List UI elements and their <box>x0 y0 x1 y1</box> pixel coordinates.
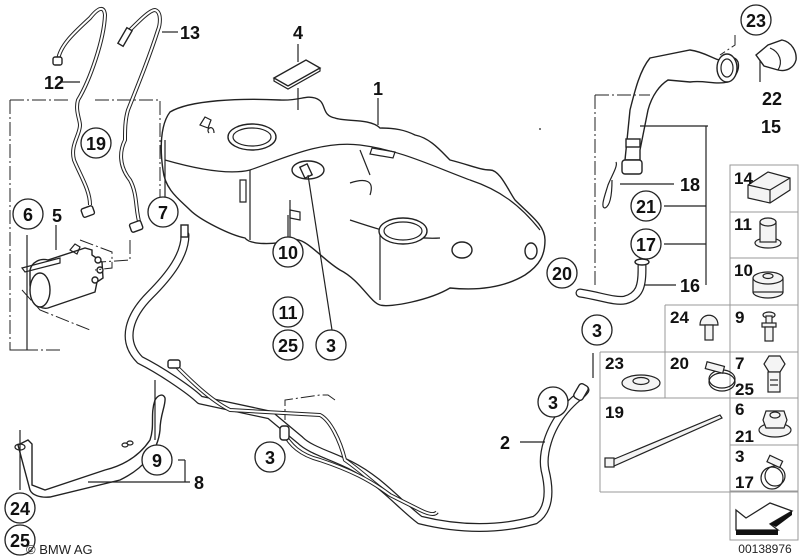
fuel-line-main[interactable] <box>124 224 590 532</box>
panel-push-pin[interactable] <box>761 311 777 342</box>
leader-dashed <box>99 240 131 263</box>
fuel-line-secondary[interactable] <box>167 359 439 517</box>
callout-circled[interactable]: 10 <box>272 236 304 268</box>
callout-23: 24 <box>10 499 30 519</box>
fuel-cap[interactable] <box>755 39 797 72</box>
activated-carbon-canister[interactable] <box>20 243 104 309</box>
panel-hose-clamp-large[interactable] <box>704 361 736 392</box>
callout-20: 20 <box>552 264 572 284</box>
panel-washer[interactable] <box>621 374 661 392</box>
panel-label-21: 21 <box>735 427 754 446</box>
callout-circled[interactable]: 9 <box>141 444 173 476</box>
panel-hose-clamp-small[interactable] <box>760 454 786 490</box>
callout-14: 19 <box>86 134 106 154</box>
callout-15[interactable]: 15 <box>761 117 781 137</box>
panel-label-14: 14 <box>734 169 753 188</box>
callout-22[interactable]: 22 <box>762 89 782 109</box>
leader-dashed <box>10 99 161 220</box>
callout-11: 11 <box>278 303 297 323</box>
panel-label-19: 19 <box>605 403 624 422</box>
panel-label-9: 9 <box>735 308 744 327</box>
callout-24: 25 <box>10 531 30 551</box>
callout-7: 7 <box>158 203 168 223</box>
panel-label-3: 3 <box>735 447 744 466</box>
callout-circled[interactable]: 19 <box>80 127 112 159</box>
callout-3: 3 <box>592 321 602 341</box>
panel-hex-nut[interactable] <box>758 410 792 438</box>
leader-lines <box>19 31 761 490</box>
callout-18[interactable]: 18 <box>680 175 700 195</box>
image-number: 00138976 <box>738 542 792 556</box>
leader-dashed <box>79 239 113 271</box>
small-parts-panel <box>599 164 799 541</box>
callout-19: 21 <box>636 197 656 217</box>
callout-21: 23 <box>746 11 766 31</box>
panel-clip-holder[interactable] <box>747 171 791 204</box>
callout-circled[interactable]: 17 <box>630 228 662 260</box>
callout-circled[interactable]: 24 <box>4 492 36 524</box>
fuel-tank[interactable] <box>160 96 546 307</box>
panel-expanding-rivet[interactable] <box>699 314 719 341</box>
callout-2[interactable]: 2 <box>500 433 510 453</box>
panel-label-10: 10 <box>734 261 753 280</box>
callout-13[interactable]: 13 <box>180 23 200 43</box>
panel-hex-bolt[interactable] <box>763 355 786 393</box>
callout-circled[interactable]: 23 <box>740 4 772 36</box>
callout-circled[interactable]: 6 <box>12 198 44 230</box>
callout-circled[interactable]: 3 <box>315 329 347 361</box>
callout-circled[interactable]: 3 <box>254 441 286 473</box>
panel-label-17: 17 <box>735 473 754 492</box>
callout-10: 10 <box>278 243 298 263</box>
callout-12[interactable]: 12 <box>44 73 64 93</box>
panel-rubber-mount[interactable] <box>752 271 784 299</box>
callout-9: 9 <box>152 451 162 471</box>
panel-label-23: 23 <box>605 354 624 373</box>
callout-17: 17 <box>636 235 656 255</box>
callout-3: 3 <box>265 448 275 468</box>
panel-label-25: 25 <box>735 380 754 399</box>
callout-circled[interactable]: 11 <box>272 296 304 328</box>
callout-1[interactable]: 1 <box>373 79 383 99</box>
callout-6: 6 <box>23 205 33 225</box>
panel-label-24: 24 <box>670 308 689 327</box>
breather-line-13[interactable] <box>116 8 162 233</box>
leader-dashed <box>21 289 91 331</box>
callout-25: 25 <box>278 336 298 356</box>
callout-3: 3 <box>548 393 558 413</box>
panel-label-20: 20 <box>670 354 689 373</box>
filler-neck[interactable] <box>621 49 740 175</box>
direction-arrow-icon <box>735 502 794 535</box>
callout-circled[interactable]: 3 <box>581 314 613 346</box>
copyright-notice: © BMW AG <box>26 542 93 557</box>
callout-3: 3 <box>326 336 336 356</box>
panel-label-6: 6 <box>735 400 744 419</box>
callout-8[interactable]: 8 <box>194 473 204 493</box>
callout-circled[interactable]: 21 <box>630 190 662 222</box>
leader-dashed <box>719 35 736 56</box>
breather-line-12[interactable] <box>52 6 107 218</box>
filler-hose[interactable] <box>575 257 650 305</box>
callout-circled[interactable]: 3 <box>537 386 569 418</box>
callout-16[interactable]: 16 <box>680 276 700 296</box>
callout-circled[interactable]: 25 <box>4 524 36 556</box>
leader-dashed <box>284 394 336 420</box>
insulation-pad[interactable] <box>272 59 322 87</box>
panel-cable-tie[interactable] <box>604 414 723 468</box>
callout-4[interactable]: 4 <box>293 23 303 43</box>
panel-label-11: 11 <box>734 215 752 234</box>
callout-circled[interactable]: 7 <box>147 196 179 228</box>
retaining-strap[interactable] <box>602 161 617 209</box>
panel-grommet-sleeve[interactable] <box>754 217 782 249</box>
panel-label-7: 7 <box>735 354 744 373</box>
callout-circled[interactable]: 20 <box>546 257 578 289</box>
leader-dashed <box>594 94 650 285</box>
callout-5[interactable]: 5 <box>52 206 62 226</box>
callout-circled[interactable]: 25 <box>272 329 304 361</box>
